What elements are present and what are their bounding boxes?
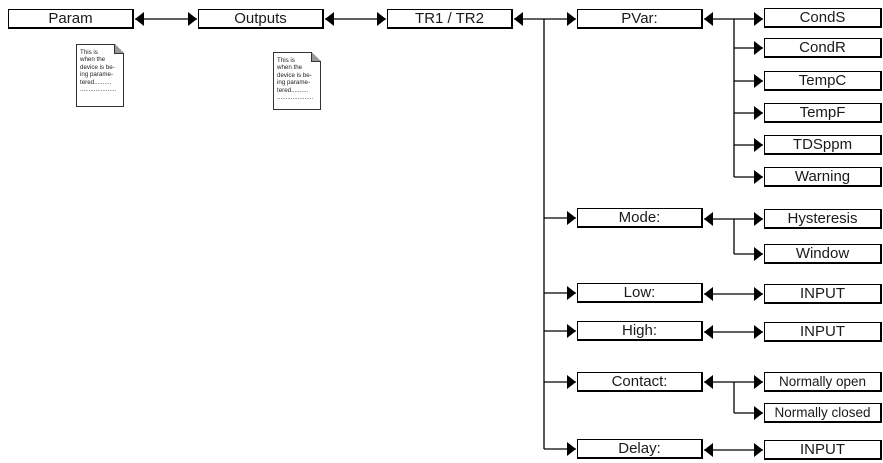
arrowhead-left-icon <box>704 287 713 301</box>
arrowhead-right-icon <box>567 375 576 389</box>
arrowhead-left-icon <box>704 325 713 339</box>
pvar-menu-item[interactable]: PVar: <box>577 9 703 29</box>
outputs-menu-item[interactable]: Outputs <box>198 9 324 29</box>
mode-option-hysteresis[interactable]: Hysteresis <box>764 209 882 229</box>
pvar-option-warning[interactable]: Warning <box>764 167 882 187</box>
arrowhead-left-icon <box>704 443 713 457</box>
arrowhead-right-icon <box>567 211 576 225</box>
arrowhead-right-icon <box>754 12 763 26</box>
arrowhead-left-icon <box>704 212 713 226</box>
arrowhead-right-icon <box>567 324 576 338</box>
note-line: ing parame- <box>80 71 114 79</box>
delay-menu-item[interactable]: Delay: <box>577 439 703 459</box>
note-line: tered.......... <box>80 78 112 86</box>
parameter-note-document-icon: This is when the device is be- ing param… <box>76 44 124 107</box>
low-input-item[interactable]: INPUT <box>764 284 882 304</box>
arrowhead-left-icon <box>514 12 523 26</box>
arrowhead-right-icon <box>754 247 763 261</box>
note-line: ing parame- <box>277 79 311 87</box>
contact-menu-item[interactable]: Contact: <box>577 372 703 392</box>
contact-option-normally-open[interactable]: Normally open <box>764 372 882 392</box>
pvar-option-tempf[interactable]: TempF <box>764 103 882 123</box>
arrowhead-right-icon <box>754 325 763 339</box>
arrowhead-right-icon <box>754 41 763 55</box>
arrowhead-right-icon <box>377 12 386 26</box>
arrowhead-left-icon <box>704 12 713 26</box>
pvar-option-condr[interactable]: CondR <box>764 38 882 58</box>
pvar-option-tempc[interactable]: TempC <box>764 71 882 91</box>
param-menu-item[interactable]: Param <box>8 9 134 29</box>
arrowhead-right-icon <box>754 443 763 457</box>
note-line: when the <box>277 64 303 72</box>
mode-menu-item[interactable]: Mode: <box>577 208 703 228</box>
note-line: tered.......... <box>277 86 309 94</box>
note-line: This is <box>277 57 295 64</box>
high-input-item[interactable]: INPUT <box>764 322 882 342</box>
delay-input-item[interactable]: INPUT <box>764 440 882 460</box>
arrowhead-right-icon <box>567 12 576 26</box>
pvar-option-tdsppm[interactable]: TDSppm <box>764 135 882 155</box>
arrowhead-right-icon <box>567 286 576 300</box>
arrowhead-right-icon <box>567 442 576 456</box>
arrowhead-left-icon <box>325 12 334 26</box>
note-line: This is <box>80 49 98 56</box>
note-line: device is be- <box>80 63 115 71</box>
arrowhead-right-icon <box>754 106 763 120</box>
pvar-option-conds[interactable]: CondS <box>764 8 882 28</box>
mode-option-window[interactable]: Window <box>764 244 882 264</box>
arrowhead-right-icon <box>754 287 763 301</box>
parameter-note-document-icon: This is when the device is be- ing param… <box>273 52 321 110</box>
note-line: when the <box>80 56 106 64</box>
high-menu-item[interactable]: High: <box>577 321 703 341</box>
note-line: ..................... <box>80 86 117 94</box>
arrowhead-right-icon <box>754 138 763 152</box>
arrowhead-left-icon <box>704 375 713 389</box>
arrowhead-right-icon <box>754 212 763 226</box>
arrowhead-right-icon <box>188 12 197 26</box>
low-menu-item[interactable]: Low: <box>577 283 703 303</box>
tr1-tr2-menu-item[interactable]: TR1 / TR2 <box>387 9 513 29</box>
contact-option-normally-closed[interactable]: Normally closed <box>764 403 882 423</box>
arrowhead-right-icon <box>754 406 763 420</box>
arrowhead-right-icon <box>754 74 763 88</box>
note-line: ..................... <box>277 94 314 102</box>
arrowhead-left-icon <box>135 12 144 26</box>
arrowhead-right-icon <box>754 375 763 389</box>
arrowhead-right-icon <box>754 170 763 184</box>
note-line: device is be- <box>277 71 312 79</box>
